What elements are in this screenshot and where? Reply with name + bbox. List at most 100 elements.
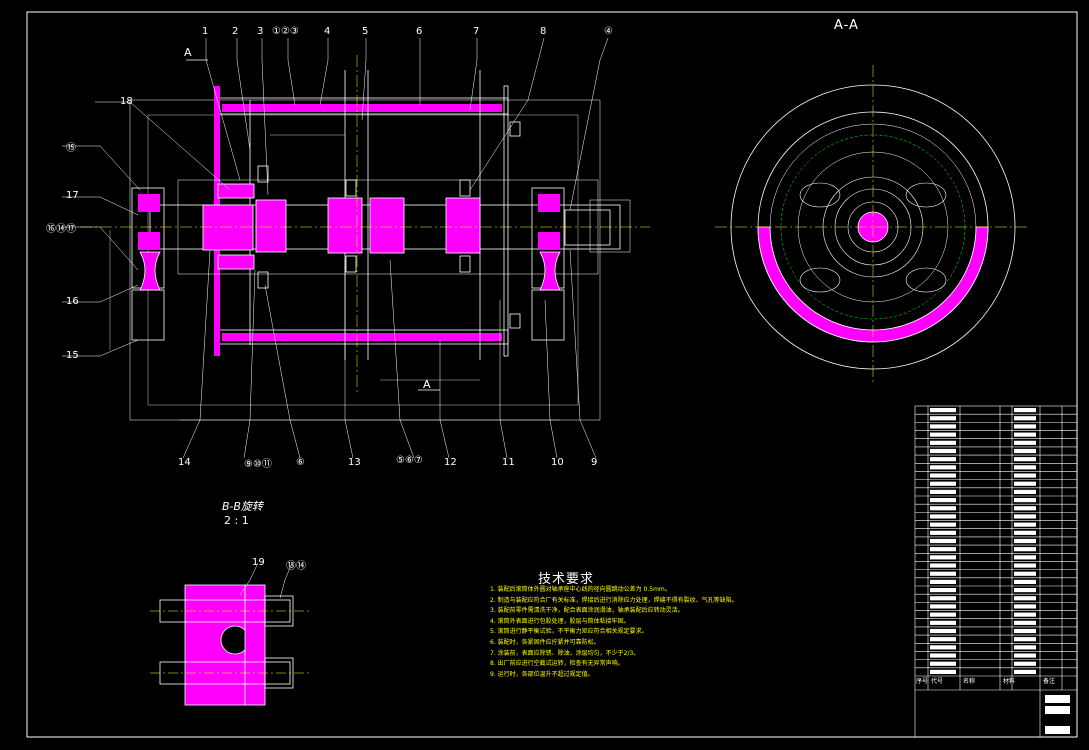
parts-row-code-cell xyxy=(930,408,956,413)
balloon-balloons_bottom-5: 12 xyxy=(444,457,457,468)
balloon-balloons_bottom-3: 13 xyxy=(348,457,361,468)
parts-row-material-cell xyxy=(1014,604,1036,609)
parts-row-code-cell xyxy=(930,481,956,486)
parts-row-material-cell xyxy=(1014,514,1036,519)
parts-row-material-cell xyxy=(1014,547,1036,552)
parts-row-material-cell xyxy=(1014,645,1036,650)
title-block-header: 序号 代号 名称 材料 备注 xyxy=(916,676,1076,688)
parts-row-code-cell xyxy=(930,522,956,527)
balloon-balloons_bottom-6: 11 xyxy=(502,457,515,468)
parts-row-code-cell xyxy=(930,596,956,601)
parts-row-code-cell xyxy=(930,514,956,519)
tech-note-line: 5. 滚筒进行静平衡试验，不平衡力矩应符合相关规定要求。 xyxy=(490,628,648,636)
parts-row-code-cell xyxy=(930,669,956,674)
parts-row-material-cell xyxy=(1014,661,1036,666)
parts-row-code-cell xyxy=(930,571,956,576)
balloon-balloons_top-2: 3 xyxy=(257,26,264,37)
aa-end-view xyxy=(715,65,1030,385)
parts-row-code-cell xyxy=(930,489,956,494)
parts-row-material-cell xyxy=(1014,498,1036,503)
parts-row-code-cell xyxy=(930,538,956,544)
balloon-balloons_bottom-4: ⑤⑥⑦ xyxy=(396,455,423,466)
balloon-balloons_bottom-8: 9 xyxy=(591,457,598,468)
parts-row-material-cell xyxy=(1014,489,1036,494)
tech-note-line: 7. 涂装前，表面应除锈、除油，涂层均匀，不少于2/3。 xyxy=(490,649,640,657)
parts-row-code-cell xyxy=(930,563,956,568)
balloon-balloons_left-1: ⑮ xyxy=(66,143,76,154)
balloon-balloons_left-2: 17 xyxy=(66,190,79,201)
section-mark-a-top: A xyxy=(184,46,193,59)
parts-row-material-cell xyxy=(1014,620,1036,625)
parts-list-rows xyxy=(915,408,1077,677)
parts-row-material-cell xyxy=(1014,530,1036,535)
balloon-balloons_top-5: 5 xyxy=(362,26,369,37)
parts-row-code-cell xyxy=(930,620,956,625)
parts-row-code-cell xyxy=(930,547,956,552)
balloon-balloons_top-3: ①②③ xyxy=(272,26,299,37)
parts-row-material-cell xyxy=(1014,465,1036,470)
parts-row-material-cell xyxy=(1014,653,1036,658)
parts-row-code-cell xyxy=(930,440,956,445)
balloon-balloons_left-4: 16 xyxy=(66,296,79,307)
balloon-balloons_top-8: 8 xyxy=(540,26,547,37)
bb-scale-label: 2 : 1 xyxy=(224,514,249,527)
parts-row-material-cell xyxy=(1014,612,1036,617)
parts-row-code-cell xyxy=(930,604,956,609)
parts-row-material-cell xyxy=(1014,596,1036,601)
parts-row-material-cell xyxy=(1014,588,1036,593)
parts-row-material-cell xyxy=(1014,481,1036,486)
balloon-balloons_bb-1: ⑬⑭ xyxy=(286,561,306,572)
tech-note-line: 1. 装配后滚筒体外圆对轴承座中心线的径向圆跳动公差为 0.5mm。 xyxy=(490,586,671,593)
parts-row-code-cell xyxy=(930,498,956,503)
tech-note-line: 8. 出厂前应进行空载试运转，检查有无异常声响。 xyxy=(490,660,624,668)
shell-bottom-hatch xyxy=(222,333,502,341)
col-code: 代号 xyxy=(931,678,944,685)
balloon-balloons_top-0: 1 xyxy=(202,26,209,37)
parts-row-material-cell xyxy=(1014,669,1036,674)
parts-row-code-cell xyxy=(930,637,956,642)
parts-row-code-cell xyxy=(930,612,956,617)
col-name: 名称 xyxy=(963,678,976,685)
balloon-balloons_top-6: 6 xyxy=(416,26,423,37)
parts-row-material-cell xyxy=(1014,506,1036,511)
parts-row-code-cell xyxy=(930,555,956,560)
parts-row-code-cell xyxy=(930,588,956,593)
tech-note-line: 3. 装配前零件需清洗干净，配合表面涂润滑油，轴承装配后应转动灵活。 xyxy=(490,607,684,615)
shell-top-hatch xyxy=(222,104,502,112)
bb-detail-view xyxy=(150,562,310,706)
tech-note-line: 4. 滚筒外表面进行包胶处理，胶层与筒体粘接牢固。 xyxy=(490,617,630,625)
parts-row-code-cell xyxy=(930,661,956,666)
balloon-balloons_left-0: 18 xyxy=(120,96,133,107)
parts-row-code-cell xyxy=(930,530,956,535)
balloon-balloons_top-1: 2 xyxy=(232,26,239,37)
col-remark: 备注 xyxy=(1043,678,1056,685)
parts-row-material-cell xyxy=(1014,538,1036,544)
parts-row-code-cell xyxy=(930,432,956,437)
parts-row-code-cell xyxy=(930,579,956,584)
drawing-frame xyxy=(26,11,1078,738)
balloon-balloons_top-7: 7 xyxy=(473,26,480,37)
parts-row-material-cell xyxy=(1014,448,1036,454)
parts-row-code-cell xyxy=(930,653,956,658)
parts-list-table xyxy=(914,405,1078,738)
tech-requirements-notes: 1. 装配后滚筒体外圆对轴承座中心线的径向圆跳动公差为 0.5mm。2. 制造与… xyxy=(490,585,860,680)
parts-row-material-cell xyxy=(1014,473,1036,478)
main-section-view xyxy=(62,37,650,459)
balloon-balloons_top-4: 4 xyxy=(324,26,331,37)
parts-row-code-cell xyxy=(930,457,956,462)
parts-row-material-cell xyxy=(1014,424,1036,429)
balloon-balloons_bottom-0: 14 xyxy=(178,457,191,468)
parts-row-material-cell xyxy=(1014,571,1036,576)
parts-row-material-cell xyxy=(1014,416,1036,421)
parts-row-code-cell xyxy=(930,506,956,511)
parts-row-code-cell xyxy=(930,645,956,650)
balloon-balloons_left-5: 15 xyxy=(66,350,79,361)
tech-note-line: 9. 运行时，各部位温升不超过规定值。 xyxy=(490,670,594,678)
col-material: 材料 xyxy=(1003,678,1016,685)
parts-row-material-cell xyxy=(1014,440,1036,445)
bb-section-label: B-B旋转 xyxy=(222,500,263,513)
balloon-balloons_bottom-1: ⑨⑩⑪ xyxy=(244,459,272,470)
tech-note-line: 6. 装配时，各紧固件应拧紧并可靠防松。 xyxy=(490,638,600,646)
section-mark-a-bottom: A xyxy=(423,378,432,391)
balloon-balloons_left-3: ⑯⑭⑰ xyxy=(46,224,76,235)
